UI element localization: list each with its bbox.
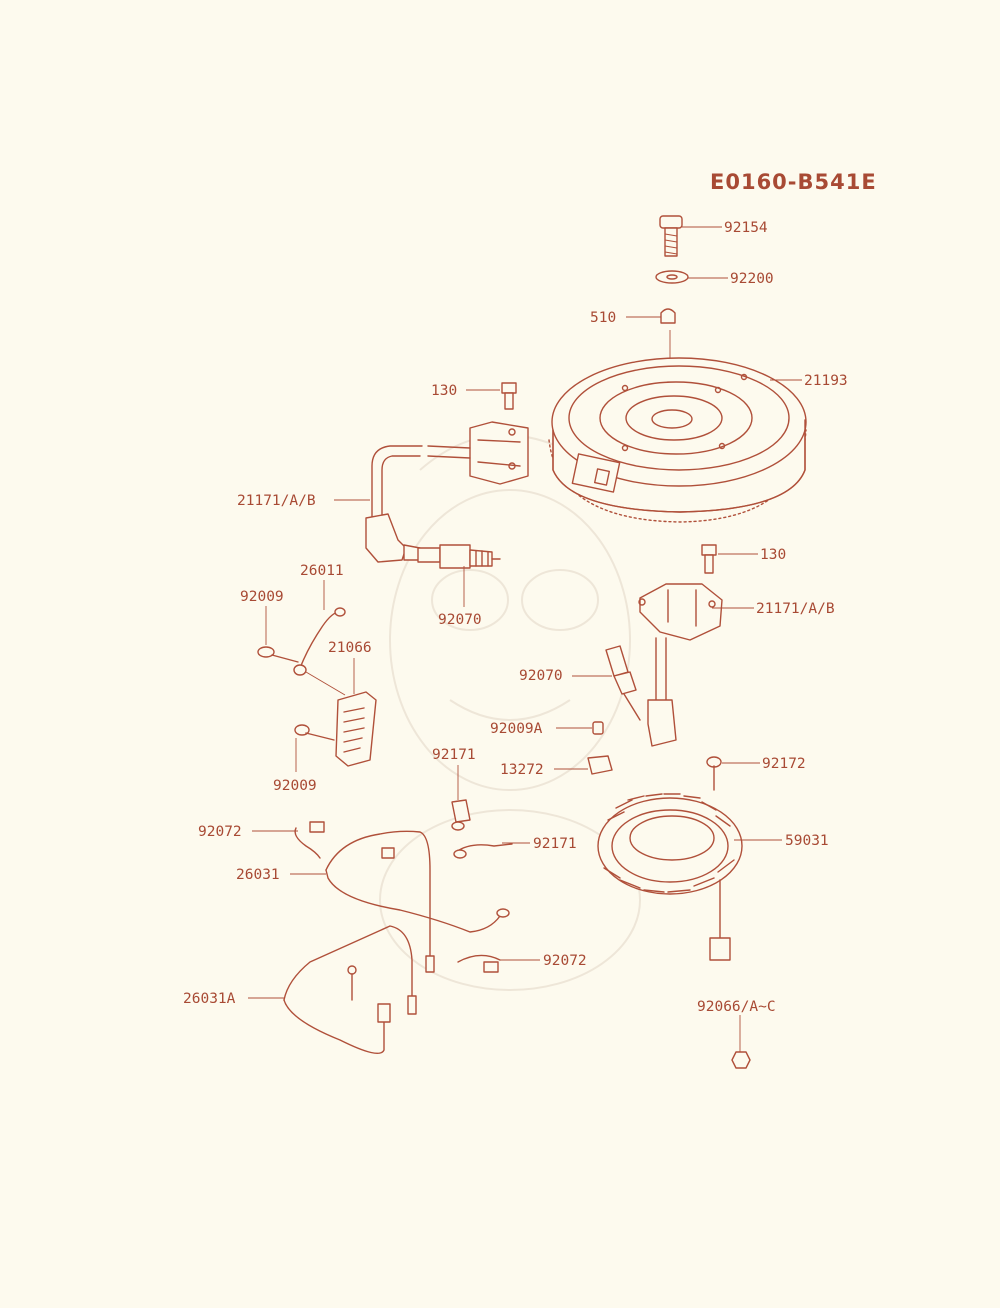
label-92009-bottom: 92009 [273, 778, 317, 794]
diagram-code: E0160-B541E [710, 170, 877, 194]
bolt-92154 [659, 215, 683, 257]
label-92072-left: 92072 [198, 824, 242, 840]
nut-92066 [731, 1051, 751, 1069]
label-92009A: 92009A [490, 721, 543, 737]
label-92072-right: 92072 [543, 953, 587, 969]
label-92171-top: 92171 [432, 747, 476, 763]
bolt-92172 [706, 756, 722, 791]
bolt-130-right [701, 544, 717, 574]
callout-labels: 92154 92200 510 21193 130 21171/A/B 9207… [183, 220, 848, 1015]
label-92200: 92200 [730, 271, 774, 287]
connector-92072-right [457, 954, 501, 973]
washer-92200 [655, 270, 689, 284]
bolt-130-top [501, 382, 517, 410]
leader-lines [248, 226, 802, 1052]
spark-plug-top [417, 544, 501, 569]
label-92171-right: 92171 [533, 836, 577, 852]
label-21171-left: 21171/A/B [237, 493, 316, 509]
label-21066: 21066 [328, 640, 372, 656]
label-13272: 13272 [500, 762, 544, 778]
screw-92009A [592, 721, 604, 735]
label-92172: 92172 [762, 756, 806, 772]
label-26011: 26011 [300, 563, 344, 579]
wire-26011 [293, 607, 346, 696]
label-21193: 21193 [804, 373, 848, 389]
spark-plug-right [605, 645, 641, 721]
label-92070-top: 92070 [438, 612, 482, 628]
label-26031A: 26031A [183, 991, 236, 1007]
ignition-coil-right [638, 583, 723, 747]
label-92070-right: 92070 [519, 668, 563, 684]
connector-92171-right [453, 843, 513, 859]
label-92154: 92154 [724, 220, 768, 236]
plate-13272 [587, 755, 613, 775]
harness-26031 [325, 830, 510, 973]
label-130-top: 130 [431, 383, 457, 399]
regulator-21066 [335, 691, 377, 767]
connector-92171-top [451, 799, 471, 831]
label-21171-right: 21171/A/B [756, 601, 835, 617]
label-510: 510 [590, 310, 616, 326]
label-92066: 92066/A~C [697, 999, 776, 1015]
connector-92072-left [294, 821, 325, 859]
label-130-right: 130 [760, 547, 786, 563]
watermark-mascot [379, 434, 641, 991]
ignition-coil-left [365, 421, 529, 563]
stator-59031 [597, 793, 743, 961]
harness-26031A [283, 925, 417, 1054]
label-26031: 26031 [236, 867, 280, 883]
screw-92009-top [257, 646, 299, 663]
screw-92009-bottom [294, 724, 335, 741]
label-92009-top: 92009 [240, 589, 284, 605]
label-59031: 59031 [785, 833, 829, 849]
key-510 [660, 308, 676, 324]
flywheel-21193 [548, 357, 807, 523]
